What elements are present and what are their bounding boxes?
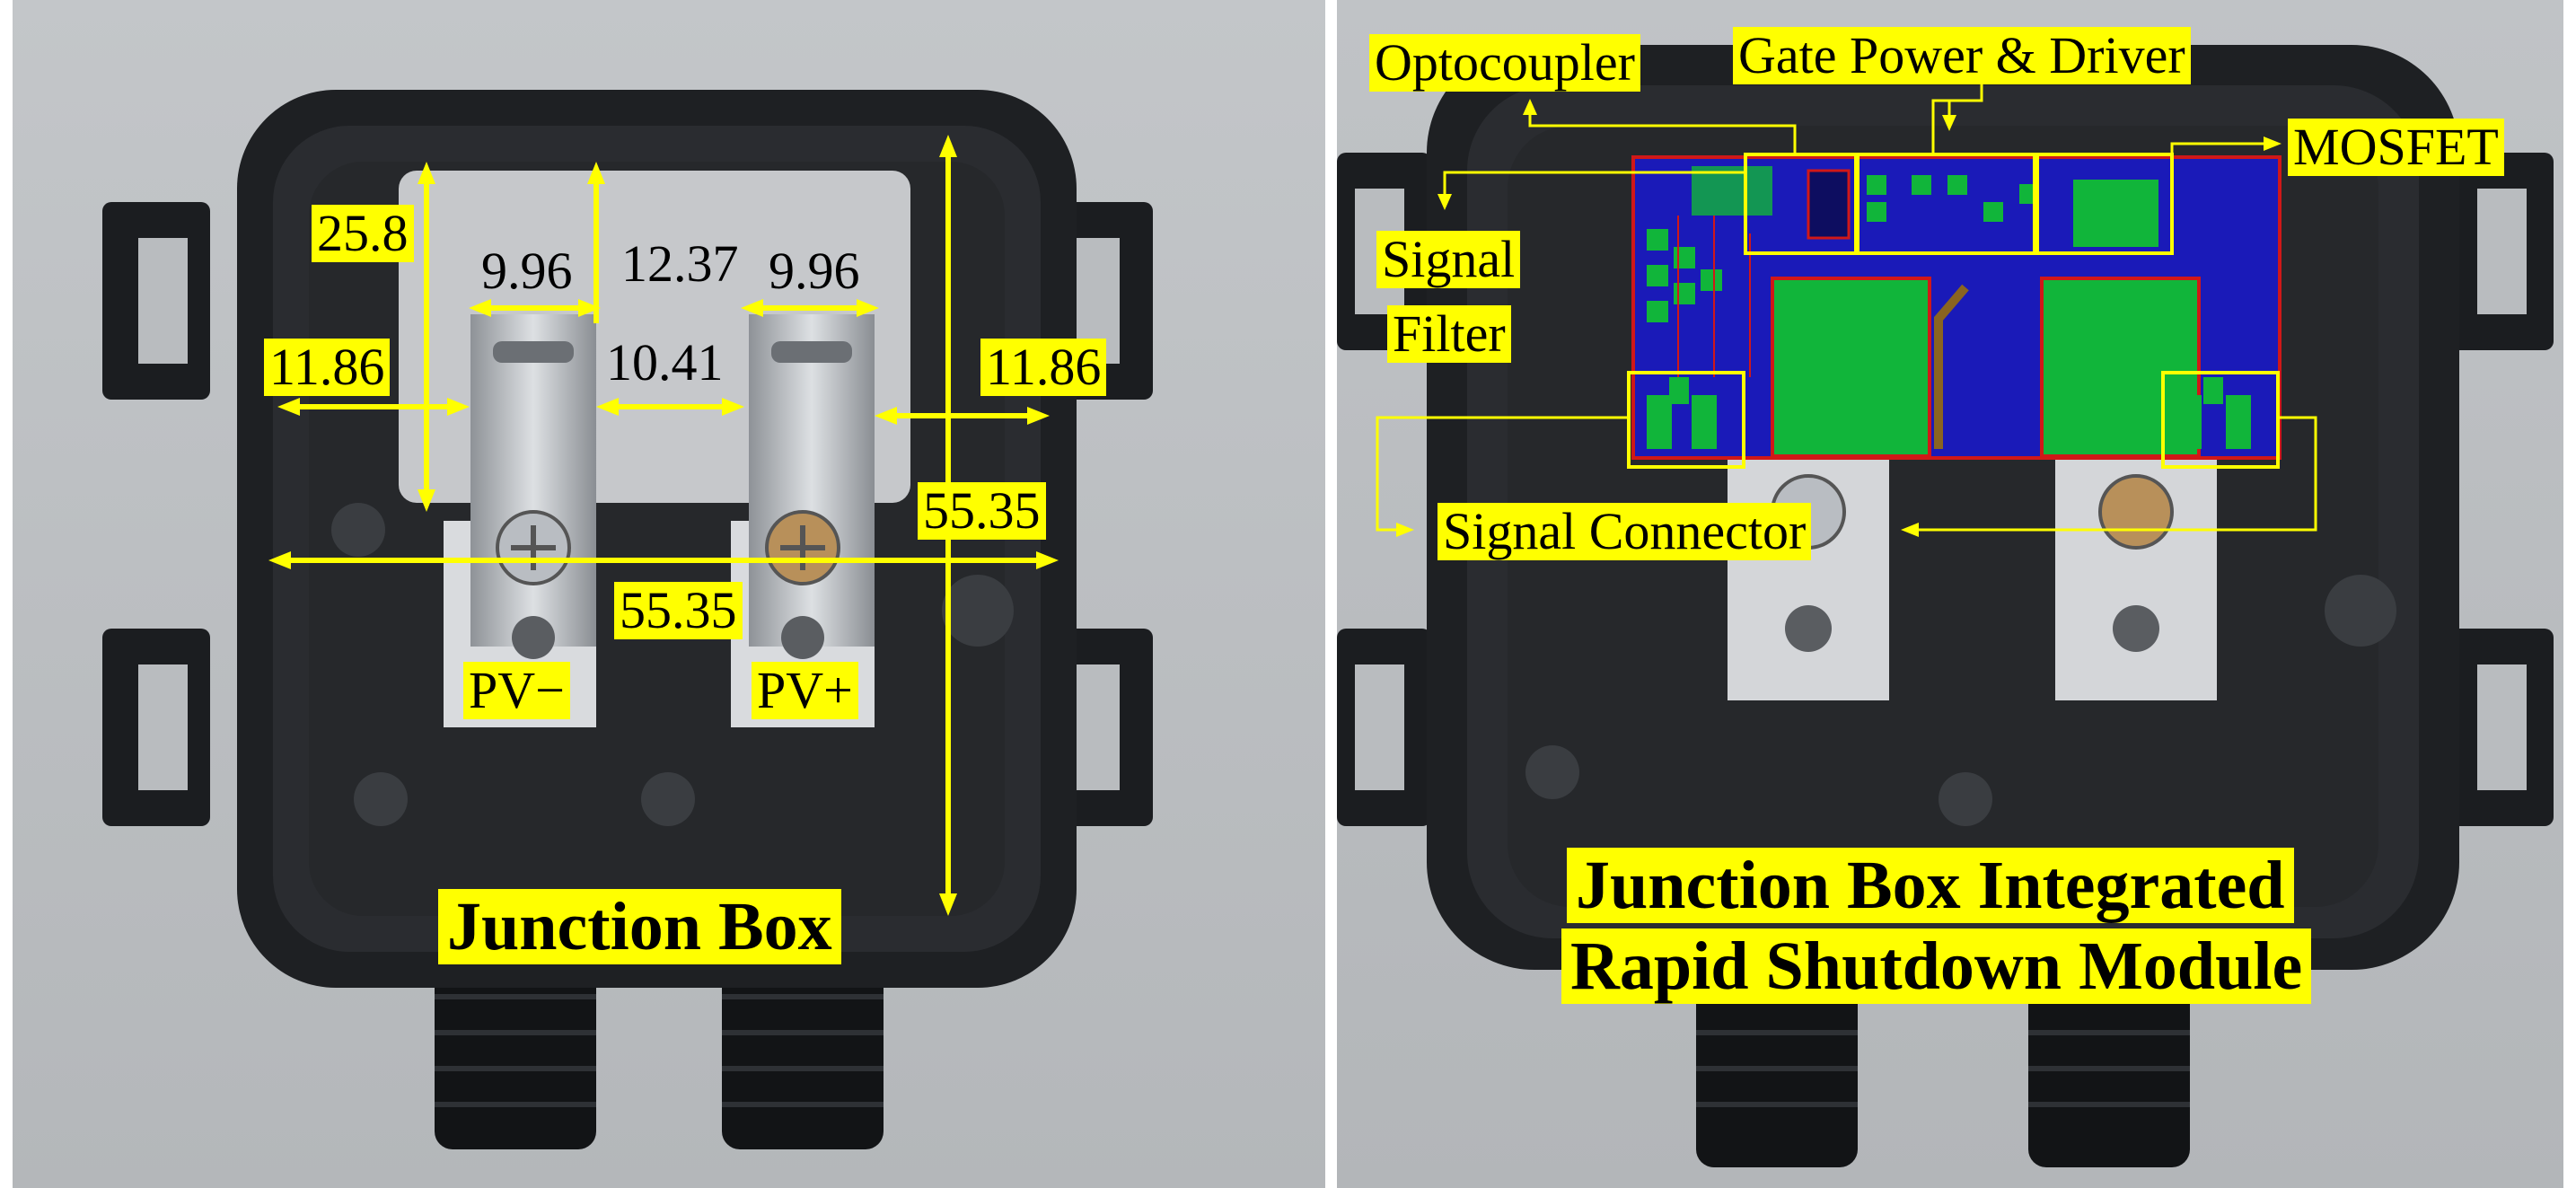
junction-box-photo [13,0,1325,1188]
signal-connector-label: Signal Connector [1437,503,1812,560]
rapid-shutdown-module-panel: Optocoupler Gate Power & Driver MOSFET S… [1337,0,2563,1188]
gate-power-driver-label: Gate Power & Driver [1733,27,2191,84]
terminal-label-pv-negative: PV− [463,662,570,719]
dimension-label-right-terminal-width: 9.96 [769,242,860,300]
signal-filter-label-line1: Signal [1376,231,1521,288]
signal-filter-label-line2: Filter [1387,305,1511,363]
dimension-label-total-width: 55.35 [614,582,743,639]
terminal-label-pv-positive: PV+ [752,662,858,719]
dimension-label-center-gap-top: 12.37 [621,234,739,293]
dimension-label-top-height: 25.8 [312,205,414,262]
rapid-shutdown-module-photo [1337,0,2563,1188]
optocoupler-label: Optocoupler [1369,34,1640,92]
dimension-label-left-terminal-width: 9.96 [481,242,573,300]
module-caption-line2: Rapid Shutdown Module [1561,928,2312,1004]
dimension-label-left-margin: 11.86 [264,339,391,396]
junction-box-caption: Junction Box [438,889,841,964]
mosfet-label: MOSFET [2288,119,2504,176]
dimension-label-total-height: 55.35 [918,482,1046,540]
module-caption-line1: Junction Box Integrated [1567,848,2294,923]
dimension-label-center-gap: 10.41 [606,333,724,392]
dimension-label-right-margin: 11.86 [980,339,1107,396]
junction-box-panel: 25.8 9.96 12.37 9.96 11.86 10.41 11.86 5… [13,0,1325,1188]
